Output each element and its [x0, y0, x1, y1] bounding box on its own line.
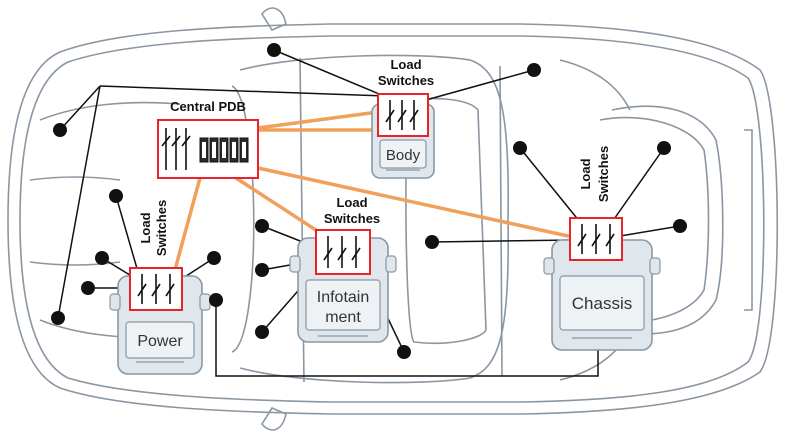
- power-links: [174, 110, 570, 268]
- load-node: [255, 219, 269, 233]
- infotainment-load-switches: Load Switches: [315, 195, 380, 275]
- chassis-module: Chassis: [543, 239, 661, 351]
- load-node: [51, 311, 65, 325]
- load-node: [527, 63, 541, 77]
- load-node: [513, 141, 527, 155]
- load-node: [673, 219, 687, 233]
- load-node: [255, 263, 269, 277]
- load-node: [255, 325, 269, 339]
- body-load-switches-label-line1: Load: [390, 57, 421, 72]
- power-load-switches-label-line2: Switches: [154, 200, 169, 256]
- body-module-label: Body: [386, 147, 421, 164]
- chassis-load-switches-label-line1: Load: [578, 158, 593, 189]
- load-node: [109, 189, 123, 203]
- power-load-switches: Load Switches: [129, 200, 183, 311]
- infotainment-load-switches-label-line2: Switches: [324, 211, 380, 226]
- infotainment-load-switches-label-line1: Load: [336, 195, 367, 210]
- load-node: [209, 293, 223, 307]
- load-node: [81, 281, 95, 295]
- power-module-label: Power: [137, 333, 183, 350]
- chassis-load-switches-label-line2: Switches: [596, 146, 611, 202]
- power-load-switches-label-line1: Load: [138, 212, 153, 243]
- load-node: [657, 141, 671, 155]
- load-endpoints: [51, 43, 687, 359]
- load-node: [207, 251, 221, 265]
- load-node: [267, 43, 281, 57]
- load-node: [95, 251, 109, 265]
- central-pdb-label: Central PDB: [170, 99, 246, 114]
- chassis-module-label: Chassis: [572, 294, 632, 313]
- chassis-load-switches: Load Switches: [569, 146, 623, 261]
- load-node: [397, 345, 411, 359]
- load-node: [53, 123, 67, 137]
- load-node: [425, 235, 439, 249]
- infotainment-module-label-line1: Infotain: [317, 289, 369, 306]
- body-load-switches-label-line2: Switches: [378, 73, 434, 88]
- central-pdb: Central PDB: [157, 99, 259, 179]
- infotainment-module-label-line2: ment: [325, 309, 361, 326]
- body-load-switches: Load Switches: [377, 57, 434, 137]
